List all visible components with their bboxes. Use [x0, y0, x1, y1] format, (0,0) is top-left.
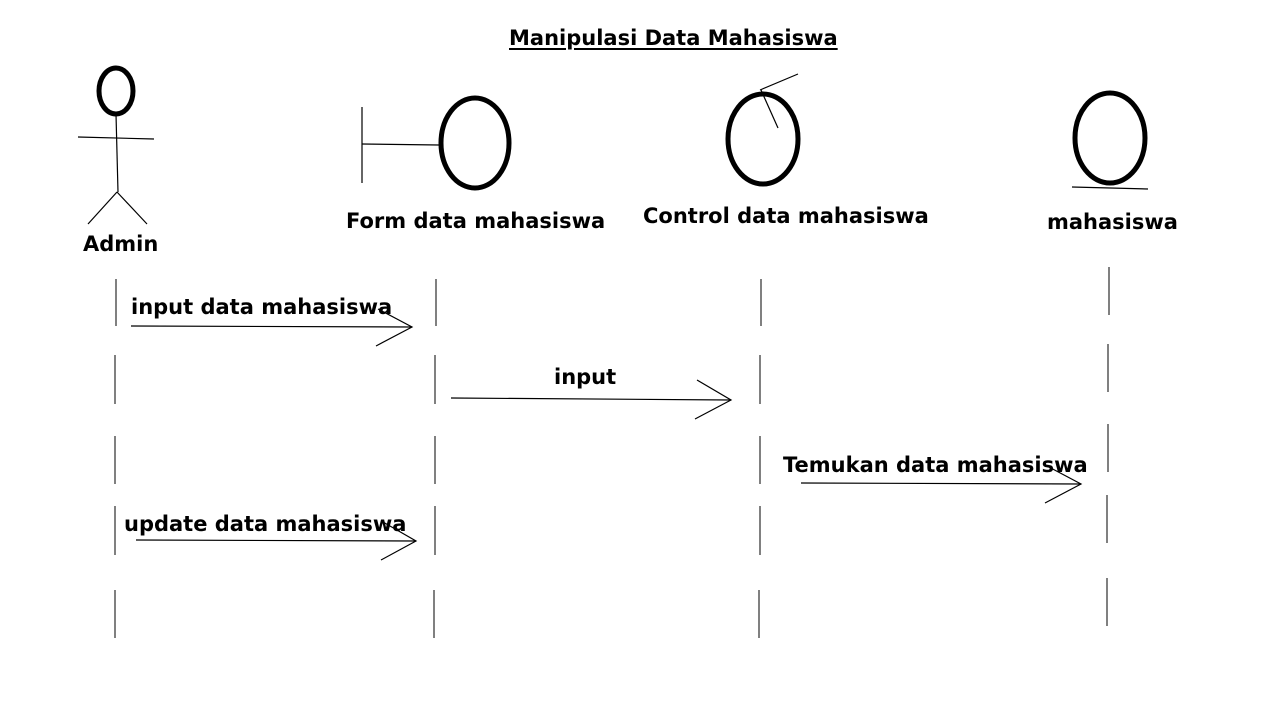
participant-label-entity: mahasiswa: [1047, 210, 1178, 234]
message-arrow-1: [130, 308, 414, 347]
message-label-2: input: [554, 365, 617, 389]
control-icon: [725, 73, 801, 187]
participant-label-control: Control data mahasiswa: [643, 204, 929, 228]
lifeline-form: [433, 279, 437, 638]
participant-label-form: Form data mahasiswa: [346, 209, 606, 233]
message-arrow-4: [135, 521, 418, 561]
participant-label-admin: Admin: [83, 232, 159, 256]
actor-icon: [77, 65, 155, 225]
message-label-1: input data mahasiswa: [131, 295, 393, 319]
message-label-3: Temukan data mahasiswa: [783, 453, 1088, 477]
message-arrow-2: [450, 379, 733, 420]
lifeline-entity: [1106, 267, 1110, 626]
entity-icon: [1071, 90, 1149, 190]
lifeline-control: [758, 279, 762, 638]
diagram-title: Manipulasi Data Mahasiswa: [509, 26, 838, 50]
message-arrow-3: [800, 465, 1083, 504]
lifeline-admin: [114, 279, 117, 638]
boundary-icon: [361, 95, 512, 191]
message-label-4: update data mahasiswa: [124, 512, 407, 536]
